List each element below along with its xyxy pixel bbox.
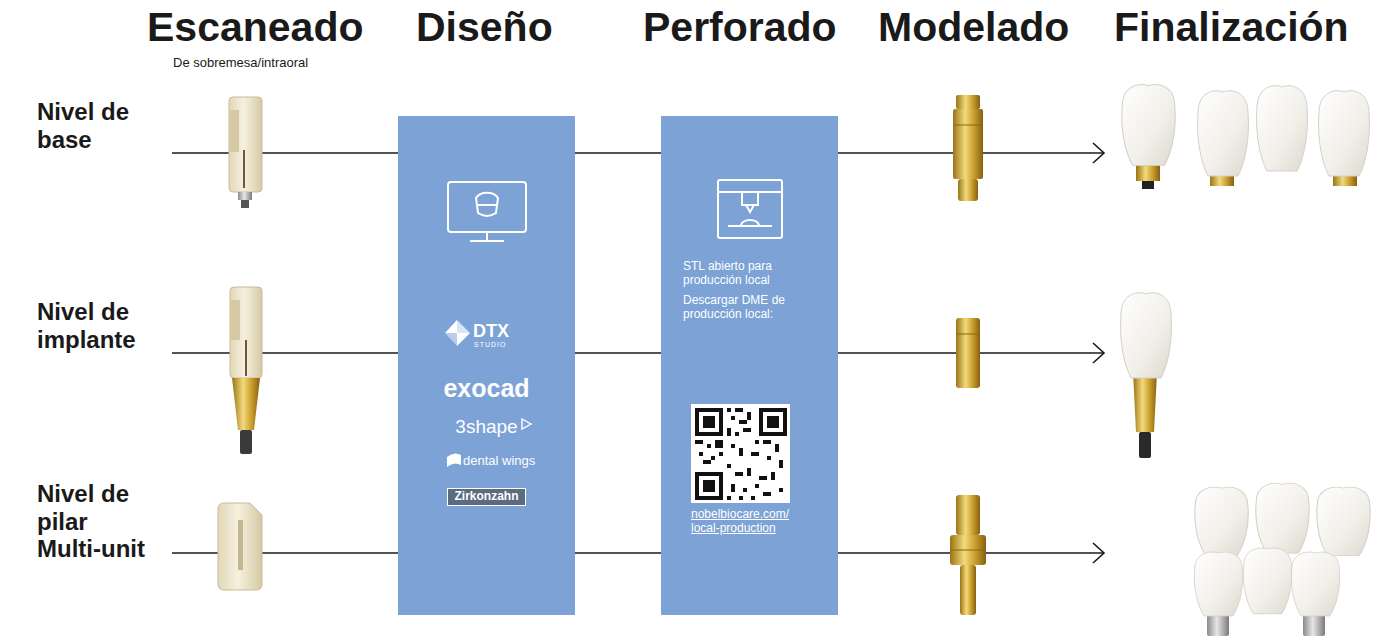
- production-panel: STL abierto para producción localDescarg…: [661, 116, 838, 615]
- web-link: nobelbiocare.com/ local-production: [691, 508, 809, 536]
- flow-line: [575, 552, 661, 554]
- logo-text: 3shape: [455, 416, 517, 438]
- column-heading: Perforado: [643, 4, 837, 51]
- column-heading: Diseño: [416, 4, 553, 51]
- panel-note: Descargar DME de producción local:: [683, 294, 808, 322]
- model-analog-implant: [956, 318, 980, 388]
- scan-body-implant: [230, 287, 262, 454]
- monitor-icon: [448, 182, 526, 241]
- 3shape-logo-mark: [522, 419, 531, 429]
- model-analog-multi-unit: [950, 495, 986, 615]
- panel-ground: [661, 116, 838, 615]
- logo-text: dental wings: [463, 454, 535, 469]
- dentalwings-logo-mark: [447, 453, 461, 467]
- model-analog-base: [953, 95, 983, 201]
- logo-text: STUDIO: [474, 341, 506, 349]
- logo-text: DTX: [473, 321, 509, 342]
- bridge: [1198, 86, 1370, 186]
- flow-line: [575, 152, 661, 154]
- column-heading: Modelado: [878, 4, 1069, 51]
- row-label: Nivel de base: [37, 98, 155, 153]
- row-label: Nivel de pilar Multi-unit: [37, 480, 155, 563]
- column-heading: Finalización: [1114, 4, 1349, 51]
- software-panel: DTXSTUDIO exocad 3shape dental wingsZirkonz…: [398, 116, 575, 615]
- panel-note: STL abierto para producción local: [683, 260, 818, 288]
- column-heading: Escaneado: [147, 4, 364, 51]
- scan-body-multi-unit: [218, 503, 262, 590]
- printer-icon: [718, 180, 782, 238]
- logo-text: Zirkonzahn: [447, 488, 525, 506]
- dtx-logo-mark: [445, 320, 470, 346]
- single-crown: [1122, 85, 1175, 189]
- column-subheading: De sobremesa/intraoral: [173, 56, 308, 71]
- bridge: [1195, 483, 1370, 555]
- qr-code: [691, 404, 790, 503]
- row-label: Nivel de implante: [37, 298, 155, 353]
- flow-line: [575, 352, 661, 354]
- panel-ground: [398, 116, 575, 615]
- bridge-multi-unit: [1194, 548, 1339, 636]
- flow-line: [172, 143, 1104, 563]
- scan-body-base: [229, 97, 262, 208]
- logo-text: exocad: [443, 374, 529, 403]
- implant-crown: [1121, 293, 1172, 458]
